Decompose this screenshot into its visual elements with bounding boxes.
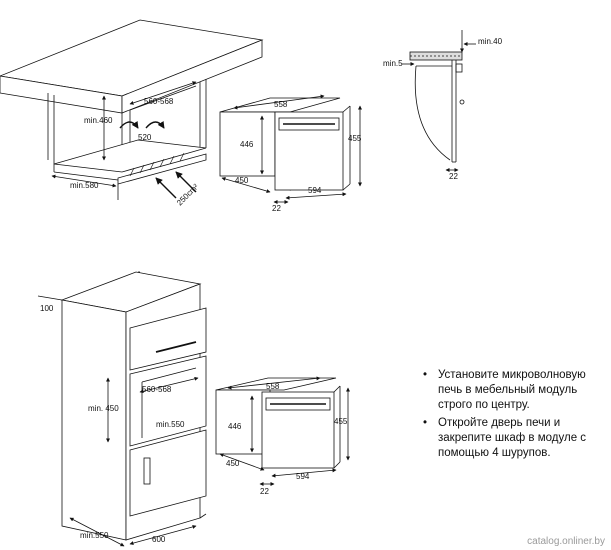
instruction-item-screws: Откройте дверь печи и закрепите шкаф в м… xyxy=(423,416,611,461)
dim-min40: min.40 xyxy=(478,37,503,46)
dim-min580: min.580 xyxy=(70,181,99,190)
dim-side-22: 22 xyxy=(449,172,458,181)
dim-520: 520 xyxy=(138,133,152,142)
dim-oven-450-top: 450 xyxy=(235,176,249,185)
column-cabinet-drawing xyxy=(37,271,207,547)
dim-oven-594-top: 594 xyxy=(308,186,322,195)
dim-min460: min.460 xyxy=(84,116,113,125)
dim-vent-area: 250cm² xyxy=(175,182,200,207)
oven-dimensions-drawing-top xyxy=(219,94,362,204)
dim-100: 100 xyxy=(40,304,54,313)
dim-min5: min.5 xyxy=(383,59,403,68)
dim-min550: min.550 xyxy=(80,531,109,540)
side-profile-drawing xyxy=(402,30,476,172)
dim-560-568-top: 560-568 xyxy=(144,97,174,106)
dim-oven-450-bottom: 450 xyxy=(226,459,240,468)
countertop-installation-drawing xyxy=(0,19,264,200)
dim-oven-594-bottom: 594 xyxy=(296,472,310,481)
watermark: catalog.onliner.by xyxy=(527,536,605,547)
dim-oven-446-top: 446 xyxy=(240,140,254,149)
dim-oven-22-bottom: 22 xyxy=(260,487,269,496)
dim-600: 600 xyxy=(152,535,166,544)
dim-oven-455-top: 455 xyxy=(348,134,362,143)
dim-oven-558-bottom: 558 xyxy=(266,382,280,391)
oven-dimensions-drawing-bottom xyxy=(215,376,350,486)
installation-instructions: Установите микроволновую печь в мебельны… xyxy=(423,368,611,464)
dim-oven-455-bottom: 455 xyxy=(334,417,348,426)
dim-min450: min. 450 xyxy=(88,404,119,413)
dim-oven-446-bottom: 446 xyxy=(228,422,242,431)
instruction-item-center: Установите микроволновую печь в мебельны… xyxy=(423,368,611,413)
dim-oven-558-top: 558 xyxy=(274,100,288,109)
dim-560-568-bottom: 560-568 xyxy=(142,385,172,394)
dim-min550-inner: min.550 xyxy=(156,420,185,429)
dim-oven-22-top: 22 xyxy=(272,204,281,213)
